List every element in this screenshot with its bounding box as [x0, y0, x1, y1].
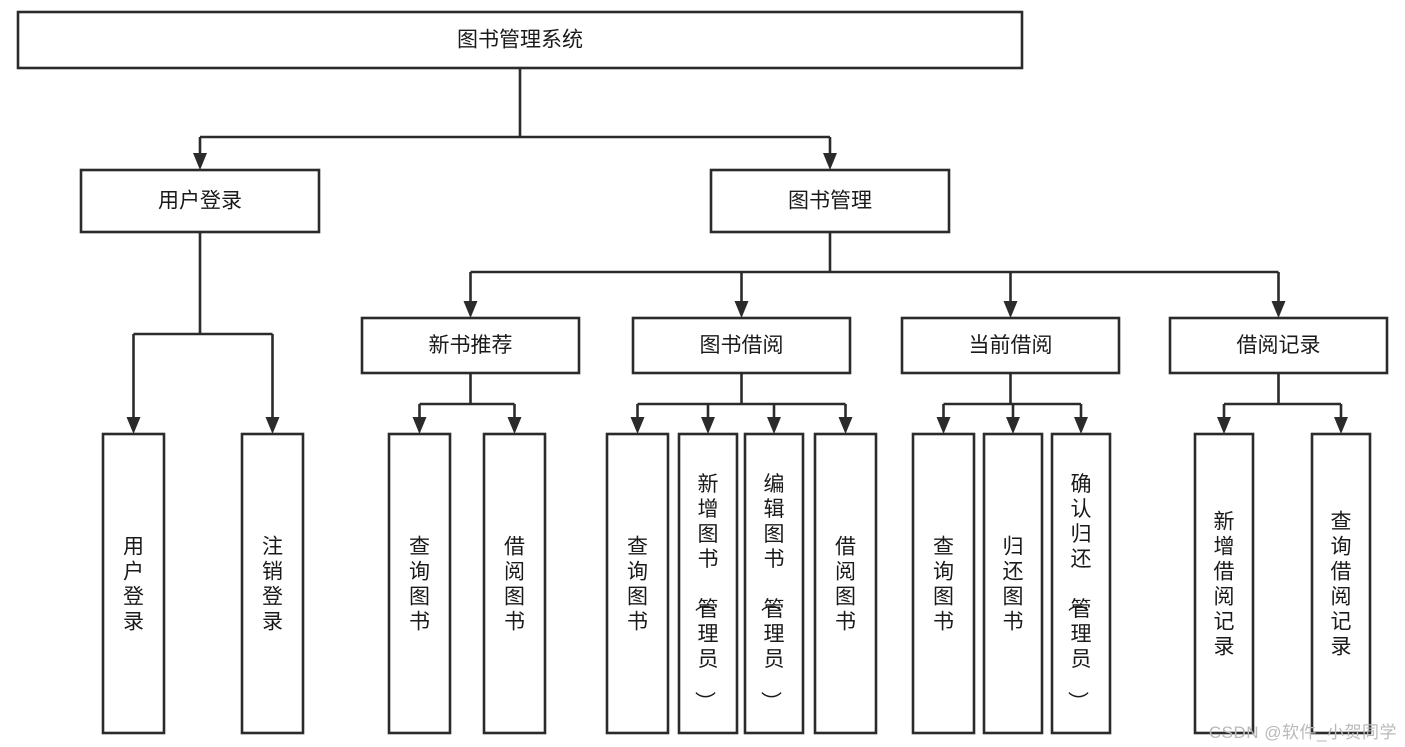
node-leaf-logout[interactable]: 注销登录 [240, 432, 305, 735]
node-box [16, 10, 1024, 70]
node-label: 归还图书 [1003, 536, 1024, 634]
node-leaf-query-book-1[interactable]: 查询图书 [387, 432, 452, 735]
node-label: 用户登录 [158, 190, 242, 213]
node-label: 确认归还（管理员） [1066, 473, 1092, 712]
node-label: 查询图书 [933, 536, 954, 634]
node-box [911, 432, 976, 735]
node-box [677, 432, 739, 735]
node-box [360, 316, 581, 375]
node-label: 借阅记录 [1237, 334, 1321, 357]
arrow-head-icon [1003, 301, 1018, 318]
arrow-head-icon [630, 417, 645, 434]
node-leaf-confirm-return[interactable]: 确认归还（管理员） [1050, 432, 1112, 735]
arrow-head-icon [507, 417, 522, 434]
node-leaf-query-book-3[interactable]: 查询图书 [911, 432, 976, 735]
node-label: 查询图书 [627, 536, 648, 634]
arrow-head-icon [1217, 417, 1231, 434]
arrow-head-icon [193, 153, 207, 170]
node-leaf-return-book[interactable]: 归还图书 [982, 432, 1044, 735]
arrow-head-icon [701, 417, 715, 434]
node-box [605, 432, 670, 735]
node-box [482, 432, 547, 735]
node-book-borrow[interactable]: 图书借阅 [631, 316, 852, 375]
node-leaf-query-book-2[interactable]: 查询图书 [605, 432, 670, 735]
node-leaf-add-book[interactable]: 新增图书（管理员） [677, 432, 739, 735]
arrow-head-icon [126, 417, 141, 434]
arrow-head-icon [1074, 417, 1088, 434]
arrow-head-icon [1271, 301, 1286, 318]
node-box [1168, 316, 1389, 375]
arrow-head-icon [734, 301, 749, 318]
node-label: 查询图书 [409, 536, 430, 634]
arrow-head-icon [412, 417, 427, 434]
node-leaf-query-record[interactable]: 查询借阅记录 [1310, 432, 1372, 735]
arrow-head-icon [936, 417, 951, 434]
node-leaf-borrow-book-2[interactable]: 借阅图书 [813, 432, 878, 735]
node-label: 图书管理 [788, 190, 872, 213]
watermark-text: CSDN @软件_小贺同学 [1208, 723, 1397, 742]
node-borrow-record[interactable]: 借阅记录 [1168, 316, 1389, 375]
node-label: 借阅图书 [835, 536, 856, 634]
node-new-book-rec[interactable]: 新书推荐 [360, 316, 581, 375]
arrow-head-icon [1006, 417, 1020, 434]
node-current-borrow[interactable]: 当前借阅 [900, 316, 1121, 375]
arrow-head-icon [838, 417, 853, 434]
arrow-head-icon [463, 301, 478, 318]
node-box [1310, 432, 1372, 735]
diagram-nodes: 图书管理系统用户登录图书管理新书推荐图书借阅当前借阅借阅记录用户登录注销登录查询… [16, 10, 1389, 735]
node-box [743, 432, 805, 735]
node-box [79, 168, 321, 234]
node-box [631, 316, 852, 375]
node-box [982, 432, 1044, 735]
node-label: 新增图书（管理员） [693, 473, 719, 712]
arrow-head-icon [767, 417, 781, 434]
arrow-head-icon [1334, 417, 1348, 434]
node-label: 借阅图书 [504, 536, 525, 634]
node-label: 图书借阅 [700, 334, 784, 357]
connector-lines [126, 68, 1348, 434]
node-label: 注销登录 [262, 536, 283, 634]
node-label: 用户登录 [123, 536, 144, 634]
node-label: 图书管理系统 [457, 29, 583, 52]
node-box [387, 432, 452, 735]
node-box [813, 432, 878, 735]
node-leaf-add-record[interactable]: 新增借阅记录 [1193, 432, 1255, 735]
node-box [900, 316, 1121, 375]
node-box [1193, 432, 1255, 735]
node-root-system[interactable]: 图书管理系统 [16, 10, 1024, 70]
node-box [709, 168, 951, 234]
node-label: 新书推荐 [429, 334, 513, 357]
node-book-manage[interactable]: 图书管理 [709, 168, 951, 234]
node-label: 查询借阅记录 [1331, 511, 1352, 659]
node-leaf-user-login[interactable]: 用户登录 [101, 432, 166, 735]
node-label: 新增借阅记录 [1214, 511, 1235, 659]
node-box [1050, 432, 1112, 735]
node-leaf-edit-book[interactable]: 编辑图书（管理员） [743, 432, 805, 735]
node-user-login[interactable]: 用户登录 [79, 168, 321, 234]
node-label: 当前借阅 [969, 334, 1053, 357]
arrow-head-icon [265, 417, 280, 434]
node-box [240, 432, 305, 735]
node-leaf-borrow-book-1[interactable]: 借阅图书 [482, 432, 547, 735]
node-box [101, 432, 166, 735]
arrow-head-icon [823, 153, 837, 170]
node-label: 编辑图书（管理员） [759, 473, 785, 712]
